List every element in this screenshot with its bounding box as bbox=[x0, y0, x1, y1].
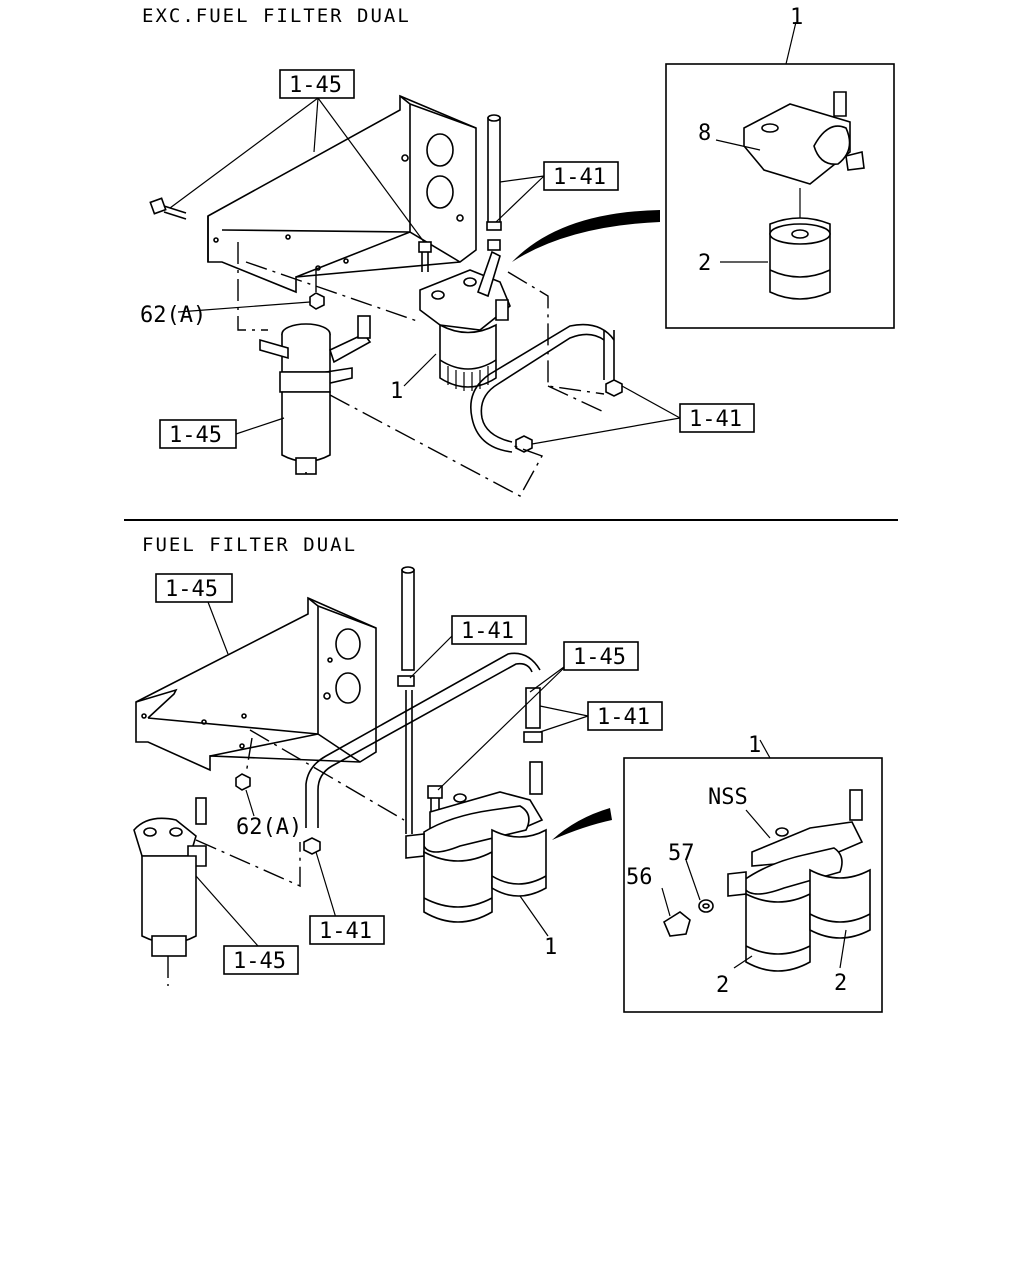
top-bolt-and-nut bbox=[309, 241, 432, 310]
callout-top-inset-element: 2 bbox=[698, 251, 711, 276]
bottom-inset-box bbox=[623, 757, 883, 1013]
svg-text:1-41: 1-41 bbox=[461, 619, 514, 644]
svg-text:1-41: 1-41 bbox=[553, 165, 606, 190]
top-assembly-leaders bbox=[237, 242, 605, 497]
bottom-bolt-and-nut bbox=[235, 773, 443, 814]
bottom-fuel-pipes bbox=[303, 566, 543, 855]
svg-text:1-45: 1-45 bbox=[289, 73, 342, 98]
top-bracket-bolt bbox=[149, 197, 187, 220]
top-water-separator bbox=[259, 315, 372, 475]
bottom-mounting-bracket bbox=[135, 596, 377, 772]
callout-top-inset-head: 8 bbox=[698, 121, 711, 146]
top-inset-box bbox=[665, 63, 895, 329]
bottom-callout-leaders bbox=[195, 601, 847, 969]
bottom-section-title: FUEL FILTER DUAL bbox=[142, 534, 357, 556]
callout-bottom-inset-assembly: 1 bbox=[748, 733, 761, 758]
callout-top-bracket-bolt: 1-45 bbox=[279, 69, 355, 99]
callout-bottom-filter: 1 bbox=[544, 935, 557, 960]
top-fuel-pipe bbox=[486, 114, 502, 251]
bottom-assembly-leaders bbox=[195, 729, 405, 888]
svg-text:1-45: 1-45 bbox=[233, 949, 286, 974]
callout-bottom-pipe-clip: 1-41 bbox=[451, 615, 527, 645]
bottom-inset-pointer bbox=[552, 808, 612, 840]
svg-text:1-41: 1-41 bbox=[689, 407, 742, 432]
callout-bottom-inset-plug: 56 bbox=[626, 865, 653, 890]
callout-bottom-inset-oring: 57 bbox=[668, 841, 695, 866]
callout-bottom-bolt: 1-45 bbox=[563, 641, 639, 671]
svg-text:1-41: 1-41 bbox=[597, 705, 650, 730]
top-section-title: EXC.FUEL FILTER DUAL bbox=[142, 5, 411, 27]
svg-text:1-45: 1-45 bbox=[169, 423, 222, 448]
callout-top-filter: 1 bbox=[390, 379, 403, 404]
callout-bottom-hose-clip: 1-41 bbox=[309, 915, 385, 945]
top-inset-pointer bbox=[512, 210, 660, 262]
svg-text:1-45: 1-45 bbox=[573, 645, 626, 670]
callout-bottom-bracket: 1-45 bbox=[155, 573, 233, 603]
callout-top-hose-clips: 1-41 bbox=[679, 403, 755, 433]
callout-bottom-inset-nss: NSS bbox=[708, 785, 748, 810]
callout-top-nut: 62(A) bbox=[140, 303, 206, 328]
callout-top-pipe-clip: 1-41 bbox=[543, 161, 619, 191]
callout-bottom-separator: 1-45 bbox=[223, 945, 299, 975]
svg-text:1-41: 1-41 bbox=[319, 919, 372, 944]
top-mounting-bracket bbox=[207, 94, 477, 294]
top-fuel-filter bbox=[419, 250, 511, 391]
callout-bottom-inset-element-left: 2 bbox=[716, 973, 729, 998]
callout-bottom-nut: 62(A) bbox=[236, 815, 302, 840]
bottom-dual-fuel-filter bbox=[405, 761, 547, 923]
callout-bottom-inset-element-right: 2 bbox=[834, 971, 847, 996]
svg-text:1-45: 1-45 bbox=[165, 577, 218, 602]
callout-top-separator: 1-45 bbox=[159, 419, 237, 449]
bottom-water-separator bbox=[133, 797, 207, 986]
top-fuel-hose bbox=[470, 323, 623, 453]
callout-bottom-pipe-clip-2: 1-41 bbox=[587, 701, 663, 731]
callout-top-inset-assembly: 1 bbox=[790, 5, 803, 30]
top-callout-leaders bbox=[169, 21, 797, 445]
